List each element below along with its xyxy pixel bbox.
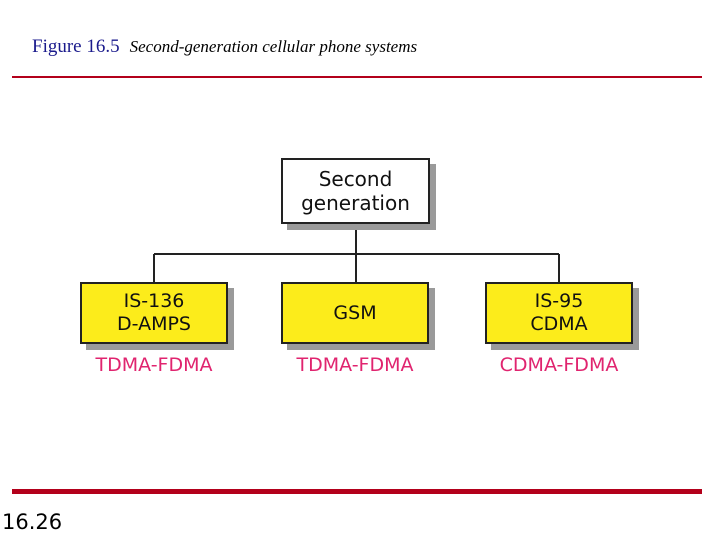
system-node-line-1: IS-136 (123, 290, 185, 313)
figure-number: Figure 16.5 (32, 36, 120, 57)
figure-title: Figure 16.5 Second-generation cellular p… (32, 36, 417, 58)
system-node-line-2: D-AMPS (117, 313, 191, 335)
root-node-line-1: Second (318, 167, 393, 191)
access-method-is95: CDMA-FDMA (499, 354, 619, 376)
root-node-second-generation: Second generation (281, 158, 430, 224)
system-node-line-2: CDMA (530, 313, 588, 335)
figure-caption: Second-generation cellular phone systems (129, 37, 418, 56)
bottom-divider (12, 489, 702, 494)
access-method-gsm: TDMA-FDMA (296, 354, 414, 376)
root-node-line-2: generation (301, 191, 410, 215)
system-node-line-1: GSM (333, 301, 377, 324)
system-node-gsm: GSM (281, 282, 429, 344)
system-node-is95: IS-95 CDMA (485, 282, 633, 344)
system-node-line-1: IS-95 (534, 290, 584, 313)
page-number: 16.26 (2, 510, 63, 534)
top-divider (12, 76, 702, 78)
access-method-is136: TDMA-FDMA (95, 354, 213, 376)
system-node-is136: IS-136 D-AMPS (80, 282, 228, 344)
